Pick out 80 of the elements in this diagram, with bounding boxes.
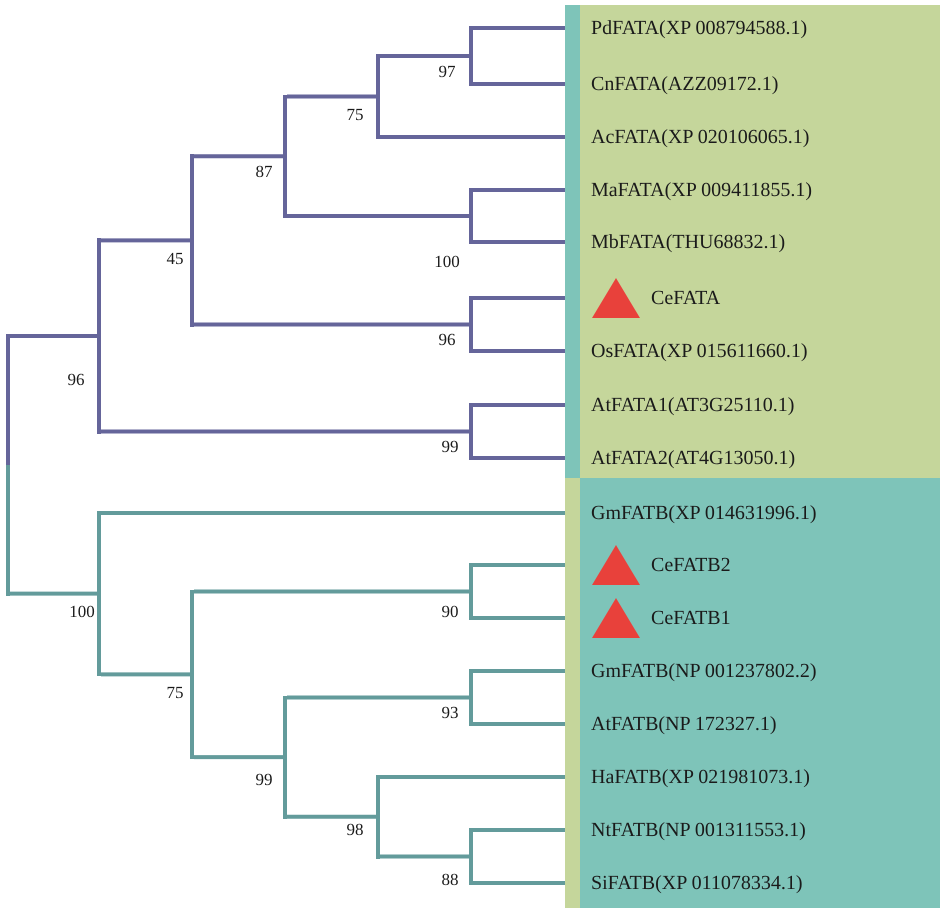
bootstrap-value: 100	[69, 602, 95, 622]
clade-junction	[469, 26, 473, 86]
tree-branch	[101, 511, 565, 515]
bootstrap-value: 96	[68, 370, 84, 390]
tree-branch	[101, 430, 469, 434]
tree-branch	[473, 456, 565, 460]
sequence-label: MaFATA(XP 009411855.1)	[591, 178, 812, 202]
tree-branch	[473, 828, 565, 832]
sequence-label: GmFATB(XP 014631996.1)	[591, 502, 817, 524]
clade-junction	[469, 188, 473, 244]
sequence-label: MbFATA(THU68832.1)	[591, 230, 786, 254]
bootstrap-value: 75	[166, 683, 184, 703]
tree-branch	[287, 94, 376, 98]
bootstrap-value: 99	[442, 437, 458, 457]
bootstrap-value: 75	[346, 105, 364, 125]
tree-branch	[380, 54, 469, 58]
tree-branch	[380, 854, 469, 858]
tree-branch	[10, 592, 97, 596]
tree-branch	[194, 322, 469, 326]
clade-junction	[376, 775, 380, 858]
tree-branch	[473, 349, 565, 353]
sequence-label: PdFATA(XP 008794588.1)	[591, 16, 808, 40]
tree-branch	[473, 403, 565, 407]
clade-junction	[469, 828, 473, 885]
bootstrap-value: 99	[256, 770, 272, 790]
sequence-label: HaFATB(XP 021981073.1)	[591, 766, 810, 788]
tree-branch	[380, 135, 565, 139]
tree-branch	[194, 590, 469, 594]
tree-branch	[10, 334, 97, 338]
clade-junction	[97, 238, 101, 434]
tree-branch	[473, 616, 565, 620]
sequence-label: SiFATB(XP 011078334.1)	[591, 872, 803, 894]
bootstrap-value: 100	[434, 252, 460, 272]
bootstrap-value: 93	[442, 703, 458, 723]
tree-branch	[473, 240, 565, 244]
sequence-label: CeFATB2	[651, 554, 731, 576]
clade-junction	[376, 54, 380, 139]
tree-branch	[287, 814, 376, 819]
clade-junction	[190, 590, 194, 760]
tree-branch	[473, 296, 565, 300]
sequence-label: NtFATB(NP 001311553.1)	[591, 818, 806, 842]
tree-branch	[473, 82, 565, 86]
bootstrap-value: 88	[442, 870, 458, 890]
clade-junction	[97, 511, 101, 676]
clade-junction	[469, 403, 473, 460]
bootstrap-value: 87	[256, 162, 272, 182]
sequence-label: AcFATA(XP 020106065.1)	[591, 126, 810, 148]
clade-junction	[469, 669, 473, 726]
clade-junction	[6, 334, 10, 596]
clade-junction	[469, 563, 473, 620]
sequence-label: GmFATB(NP 001237802.2)	[591, 660, 817, 682]
tree-branch	[287, 696, 469, 700]
tree-branch	[473, 881, 565, 885]
tree-branch	[473, 722, 565, 726]
clade-junction	[283, 94, 287, 218]
sequence-label: CeFATA	[651, 286, 720, 310]
bootstrap-value: 98	[346, 820, 364, 840]
bootstrap-value: 97	[438, 62, 456, 82]
sequence-label: OsFATA(XP 015611660.1)	[591, 340, 808, 362]
sequence-label: CnFATA(AZZ09172.1)	[591, 72, 778, 96]
sequence-label: AtFATA1(AT3G25110.1)	[591, 394, 794, 416]
clade-junction	[190, 154, 194, 326]
tree-branch	[194, 755, 283, 760]
sequence-label: AtFATB(NP 172327.1)	[591, 712, 777, 736]
clade-junction	[283, 696, 287, 819]
clade-junction	[469, 296, 473, 353]
tree-branch	[101, 238, 190, 242]
tree-branch	[473, 188, 565, 192]
bootstrap-value: 45	[166, 249, 184, 269]
tree-branch	[380, 775, 565, 779]
sequence-label: AtFATA2(AT4G13050.1)	[591, 446, 796, 470]
tree-branch	[473, 26, 565, 30]
bootstrap-value: 96	[438, 330, 456, 350]
tree-branch	[287, 214, 469, 218]
tree-branch	[101, 672, 190, 676]
tree-branch	[473, 669, 565, 673]
bootstrap-value: 90	[442, 602, 458, 622]
sequence-label: CeFATB1	[651, 606, 731, 630]
tree-branch	[473, 563, 565, 567]
tree-branch	[194, 154, 283, 158]
